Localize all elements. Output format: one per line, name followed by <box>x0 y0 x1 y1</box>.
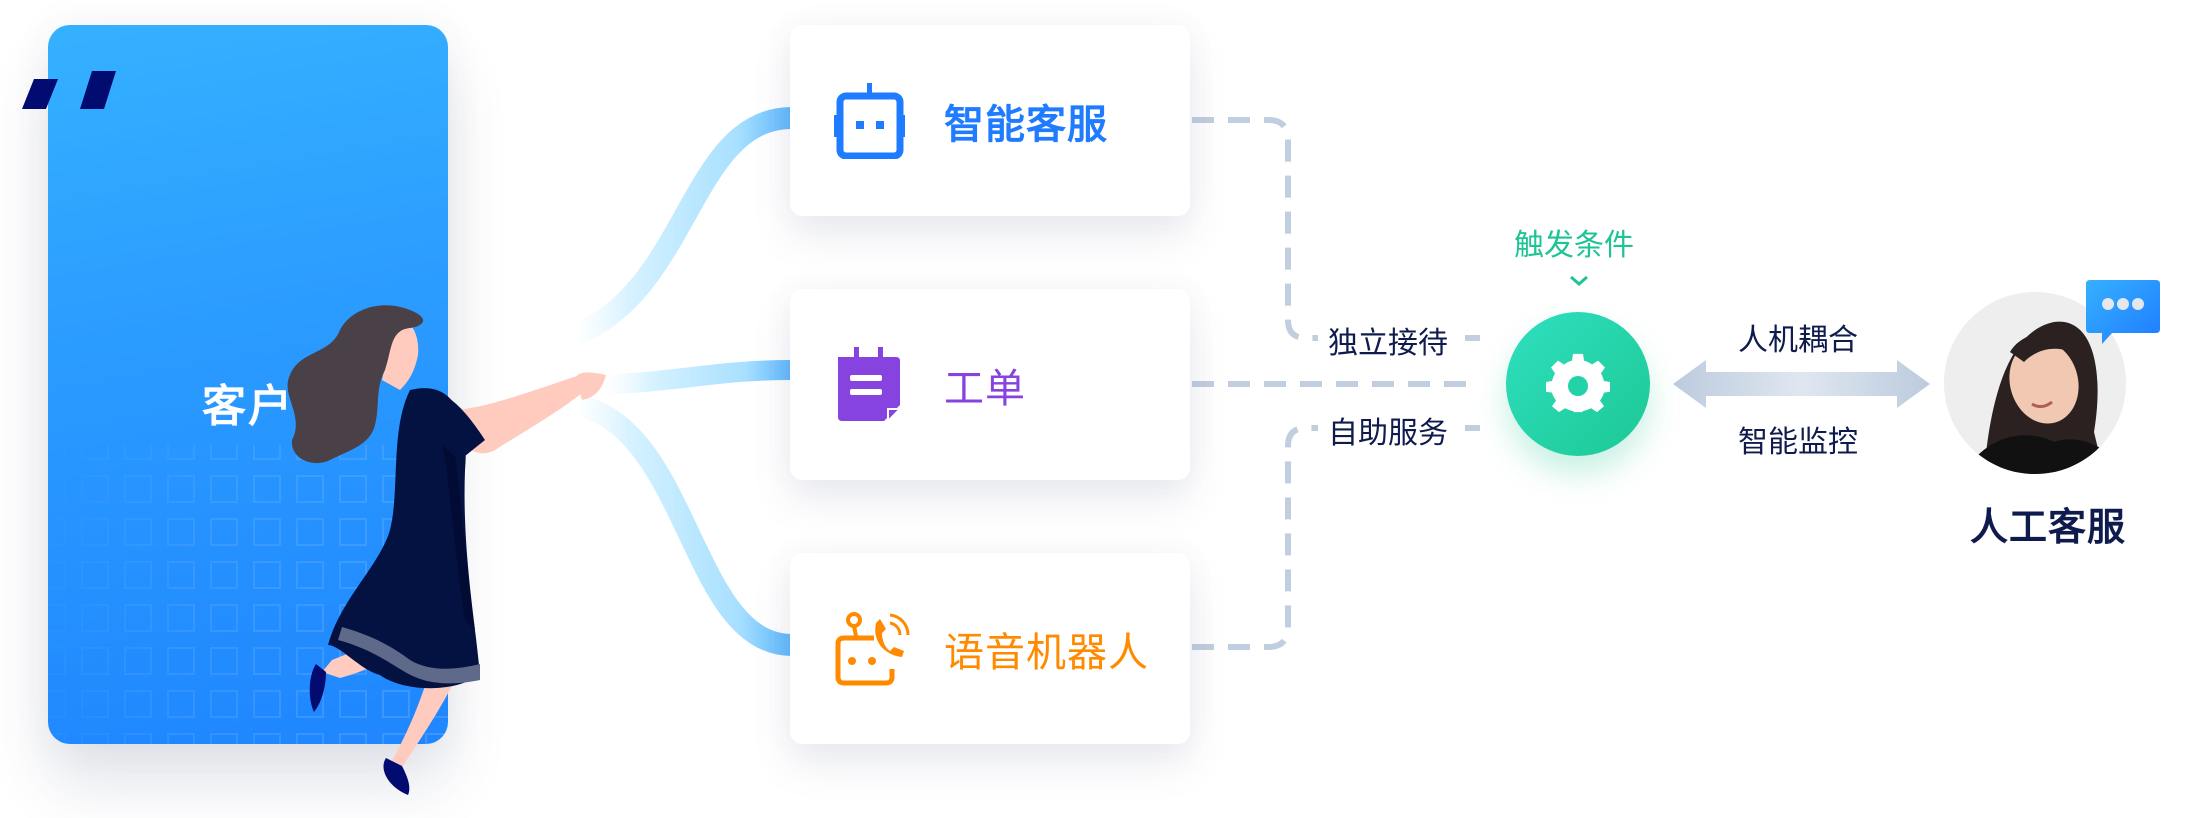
chat-bubble-icon <box>2086 280 2160 344</box>
coupling-label: 人机耦合 <box>1738 323 1858 358</box>
swoosh-to-ticket <box>604 360 793 395</box>
channel-card-ticket[interactable]: 工单 <box>790 289 1190 480</box>
gear-icon <box>1546 353 1610 413</box>
customer-figure <box>287 305 606 795</box>
customer-label: 客户 <box>202 381 294 432</box>
quote-mark-icon <box>22 71 116 109</box>
swoosh-to-voice-robot <box>572 394 793 656</box>
route-label-self-service: 自助服务 <box>1328 416 1448 451</box>
channel-label: 工单 <box>944 365 1026 412</box>
channel-card-voice-robot[interactable]: 语音机器人 <box>790 553 1190 744</box>
human-agent-label: 人工客服 <box>1970 505 2127 549</box>
trigger-condition-label: 触发条件 <box>1514 228 1634 263</box>
route-label-independent: 独立接待 <box>1328 326 1448 361</box>
channel-label: 智能客服 <box>944 101 1108 148</box>
trigger-engine-button[interactable] <box>1506 312 1650 456</box>
dashed-route-top <box>1192 117 1318 341</box>
swoosh-to-smart-service <box>570 107 793 346</box>
chevron-down-icon <box>1570 275 1588 286</box>
voice-robot-icon <box>835 611 910 685</box>
customer-card: 客户 <box>48 25 448 744</box>
channel-card-smart-service[interactable]: 智能客服 <box>790 25 1190 216</box>
ticket-note-icon <box>838 346 903 423</box>
robot-icon <box>834 82 905 159</box>
dashed-route-bottom <box>1192 425 1318 650</box>
channel-label: 语音机器人 <box>944 629 1149 676</box>
monitoring-label: 智能监控 <box>1738 425 1858 460</box>
double-arrow-icon <box>1673 360 1930 408</box>
